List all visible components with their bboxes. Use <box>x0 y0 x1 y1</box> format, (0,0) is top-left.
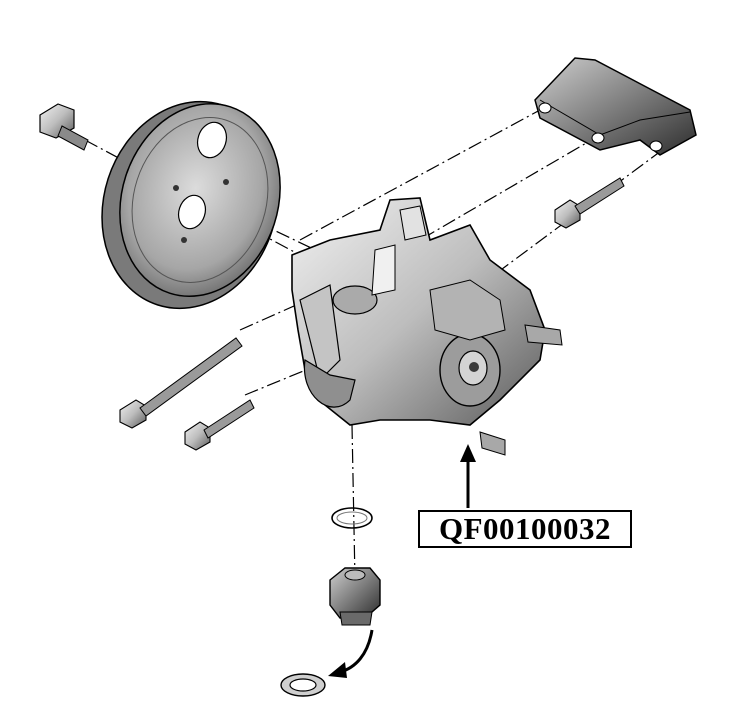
short-bolt <box>184 399 255 451</box>
mounting-bracket <box>534 57 697 156</box>
part-number-label: QF00100032 <box>418 510 632 548</box>
fitting-arrow <box>328 629 374 678</box>
o-ring-upper <box>331 507 373 529</box>
bracket-bolt <box>554 177 625 229</box>
sealing-washer <box>280 673 326 697</box>
pulley <box>101 100 281 310</box>
pump-body <box>291 197 563 456</box>
union-fitting <box>329 567 381 626</box>
pulley-bolt <box>39 103 89 151</box>
callout-arrow <box>460 444 476 508</box>
long-bolt <box>119 337 243 429</box>
